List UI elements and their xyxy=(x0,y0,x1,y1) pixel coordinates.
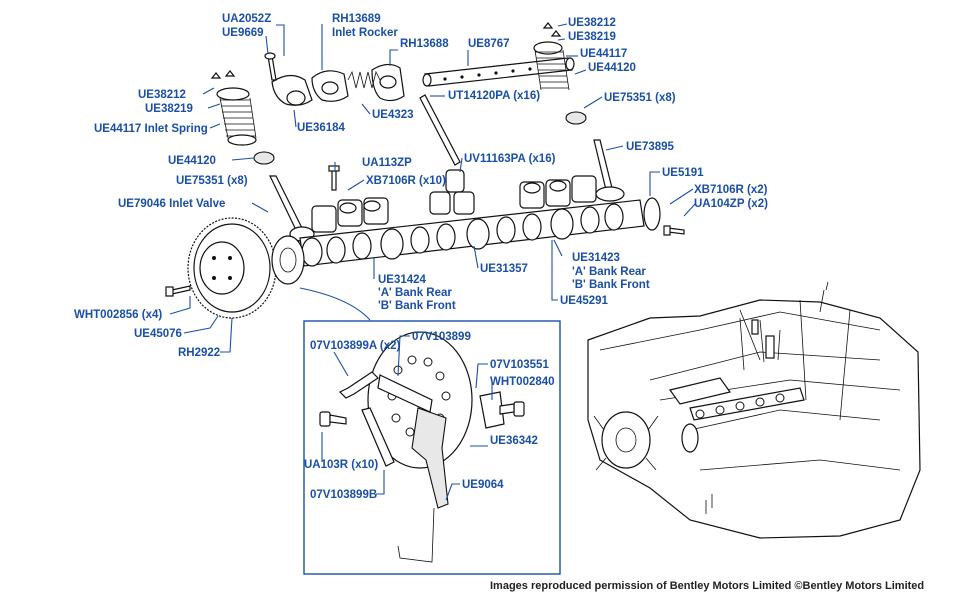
label-uv11163pa: UV11163PA (x16) xyxy=(464,153,556,165)
gear-bolt xyxy=(165,285,191,297)
label-07v103551: 07V103551 xyxy=(490,359,549,371)
label-inlet-rocker: Inlet Rocker xyxy=(332,27,398,39)
label-ue73895: UE73895 xyxy=(626,141,675,153)
part-labels: UA2052Z UE9669 RH13689 Inlet Rocker RH13… xyxy=(74,13,768,501)
inset-timing-disc xyxy=(303,320,561,575)
label-07v103899b: 07V103899B xyxy=(310,489,377,501)
label-xb7106r-x2: XB7106R (x2) xyxy=(694,184,768,196)
rocker-shaft xyxy=(422,57,575,87)
label-a-bank-rear-2: 'A' Bank Rear xyxy=(572,266,646,278)
copyright-credit: Images reproduced permission of Bentley … xyxy=(490,580,924,592)
label-07v103899a: 07V103899A (x2) xyxy=(310,340,401,352)
leader-lines xyxy=(169,23,697,501)
label-rh2922: RH2922 xyxy=(178,347,220,359)
label-ue5191: UE5191 xyxy=(662,167,704,179)
label-wht002840: WHT002840 xyxy=(490,376,555,388)
label-ue44120-left: UE44120 xyxy=(168,155,216,167)
label-ue79046-inlet-valve: UE79046 Inlet Valve xyxy=(118,198,225,210)
tappet-block-left xyxy=(311,197,389,233)
gear-spacer xyxy=(271,235,305,285)
label-a-bank-rear-1: 'A' Bank Rear xyxy=(378,287,452,299)
label-ue38212-left: UE38212 xyxy=(138,89,186,101)
label-rh13689: RH13689 xyxy=(332,13,381,25)
camshaft xyxy=(299,197,661,267)
exhaust-valve xyxy=(593,139,625,202)
label-ue38219-right: UE38219 xyxy=(568,31,616,43)
label-ue31423: UE31423 xyxy=(572,252,620,264)
label-ua113zp: UA113ZP xyxy=(362,157,412,169)
inset-bolt-right xyxy=(499,401,525,417)
label-ue9064: UE9064 xyxy=(462,479,504,491)
label-ua103r: UA103R (x10) xyxy=(304,459,378,471)
label-ue45291: UE45291 xyxy=(560,295,609,307)
label-ua2052z: UA2052Z xyxy=(222,13,271,25)
rocker-arm-left xyxy=(271,74,313,106)
label-ue44117-right: UE44117 xyxy=(580,48,627,60)
label-ue38212-right: UE38212 xyxy=(568,17,616,29)
rocker-arm-exhaust xyxy=(371,63,405,102)
pushrod xyxy=(419,94,461,166)
label-b-bank-front-1: 'B' Bank Front xyxy=(378,300,456,312)
label-b-bank-front-2: 'B' Bank Front xyxy=(572,279,650,291)
label-ue36342: UE36342 xyxy=(490,435,538,447)
tappet-block-right xyxy=(519,175,597,209)
label-wht002856: WHT002856 (x4) xyxy=(74,309,162,321)
adjuster-screw xyxy=(264,52,277,81)
rocker-arm-inlet xyxy=(311,70,349,102)
cam-follower-pair xyxy=(429,169,475,215)
label-rh13688: RH13688 xyxy=(400,38,449,50)
label-ue9669: UE9669 xyxy=(222,27,264,39)
inlet-valve xyxy=(269,175,315,242)
label-ue44120-right: UE44120 xyxy=(588,62,636,74)
label-ue31357: UE31357 xyxy=(480,263,528,275)
label-ue75351-right: UE75351 (x8) xyxy=(604,92,676,104)
label-ue75351-left: UE75351 (x8) xyxy=(176,175,248,187)
label-ue4323: UE4323 xyxy=(372,109,414,121)
valve-spring-right xyxy=(533,22,587,125)
label-ue36184: UE36184 xyxy=(297,122,346,134)
label-ut14120pa: UT14120PA (x16) xyxy=(448,90,540,102)
timing-gear xyxy=(187,217,277,319)
label-07v103899: 07V103899 xyxy=(412,331,471,343)
label-ue44117-inlet-spring: UE44117 Inlet Spring xyxy=(94,123,208,135)
engine-illustration xyxy=(587,281,921,539)
label-ue8767: UE8767 xyxy=(468,38,510,50)
label-ue31424: UE31424 xyxy=(378,274,427,286)
label-xb7106r-x10: XB7106R (x10) xyxy=(366,175,446,187)
rocker-spring xyxy=(347,70,381,89)
label-ue45076: UE45076 xyxy=(134,328,182,340)
block-bolt xyxy=(328,165,340,191)
parts-drawing xyxy=(165,22,685,321)
inset-bolt-left xyxy=(319,411,347,427)
label-ue38219-left: UE38219 xyxy=(145,103,193,115)
cam-end-bolt xyxy=(663,225,685,236)
label-ua104zp: UA104ZP (x2) xyxy=(694,198,768,210)
valve-spring-left xyxy=(210,70,275,165)
